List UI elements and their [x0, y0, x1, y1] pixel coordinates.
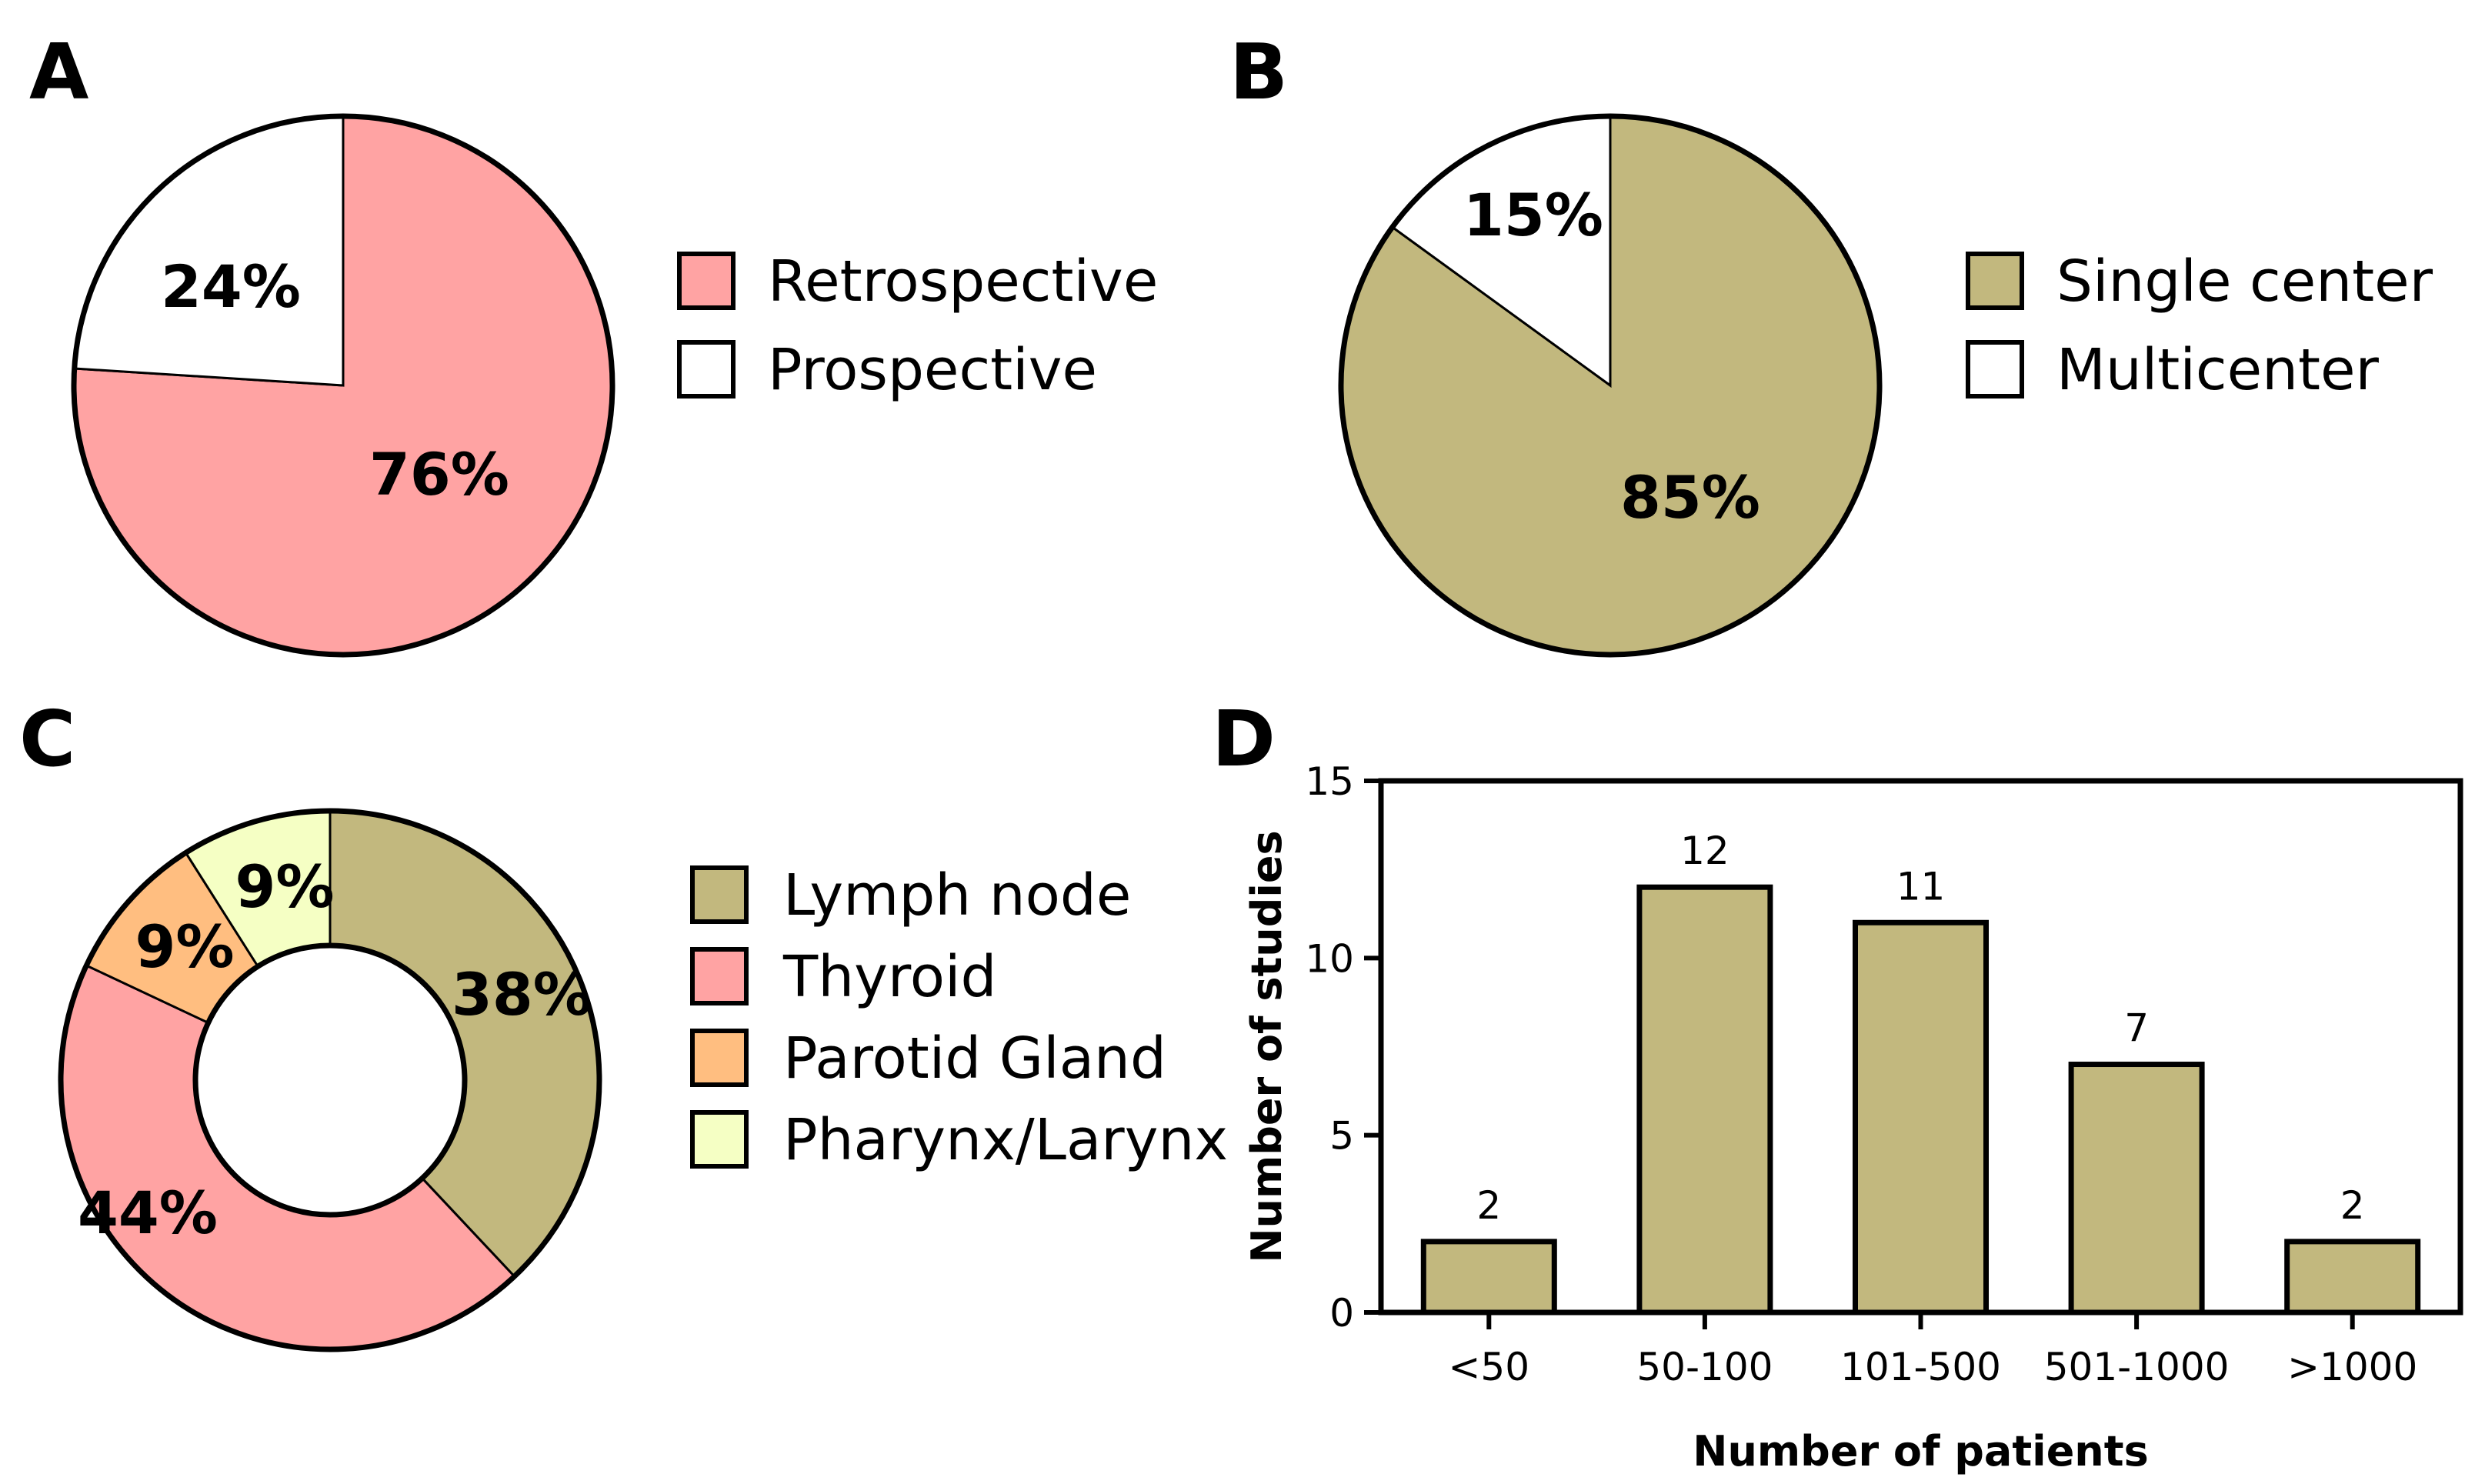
plot-frame: [1378, 778, 2463, 1316]
legend-swatch: [690, 865, 749, 924]
slice-percent-label: 9%: [235, 852, 334, 921]
y-tick-label: 0: [1329, 1291, 1354, 1336]
slice-percent-label: 9%: [135, 912, 234, 981]
bar-value-label: 12: [1680, 829, 1729, 873]
legend-swatch: [1966, 252, 2024, 310]
bar-value-label: 2: [1476, 1183, 1501, 1228]
panel-letter-b: B: [1229, 27, 1288, 117]
panel-d-bar-chart: 2 <50 12 50-100 11 101-500 7 501-1000 2 >1000 0 5 10…: [1242, 759, 2463, 1476]
slice-percent-label: 38%: [452, 960, 592, 1029]
legend-swatch: [677, 340, 735, 399]
bar: [1853, 919, 1989, 1316]
legend-label: Prospective: [768, 337, 1097, 403]
pie-outline: [71, 113, 615, 658]
bar-value-label: 7: [2124, 1006, 2149, 1051]
slice-percent-label: 15%: [1463, 181, 1603, 249]
x-tick-label: >1000: [2287, 1345, 2417, 1389]
bar: [1420, 1239, 1557, 1316]
slice-percent-label: 85%: [1620, 463, 1760, 532]
donut-hole: [192, 942, 468, 1218]
slice-percent-label: 76%: [369, 440, 509, 509]
slice-percent-label: 24%: [161, 252, 301, 321]
x-tick-label: 50-100: [1636, 1345, 1773, 1389]
legend-swatch: [690, 1029, 749, 1087]
panel-letter-d: D: [1212, 694, 1276, 784]
legend-label: Lymph node: [783, 862, 1131, 929]
panel-letter-c: C: [19, 694, 75, 784]
legend-swatch: [1966, 340, 2024, 399]
y-tick-label: 5: [1329, 1114, 1354, 1159]
legend-label: Pharynx/Larynx: [783, 1107, 1228, 1173]
pie-outline: [58, 808, 602, 1352]
panel-letter-a: A: [29, 27, 88, 117]
legend-swatch: [690, 947, 749, 1005]
y-tick-label: 10: [1305, 936, 1354, 981]
pie-outline: [1338, 113, 1883, 658]
legend-label: Parotid Gland: [783, 1025, 1166, 1092]
legend-label: Thyroid: [782, 944, 997, 1010]
x-tick-label: 101-500: [1840, 1345, 2001, 1389]
x-tick-label: <50: [1449, 1345, 1530, 1389]
legend-swatch: [677, 252, 735, 310]
bar-value-label: 2: [2340, 1183, 2365, 1228]
slice-prospective: [73, 115, 345, 387]
legend-label: Multicenter: [2056, 337, 2380, 403]
bar-value-label: 11: [1896, 864, 1946, 909]
bar: [1636, 884, 1773, 1316]
bar: [2284, 1239, 2421, 1316]
legend-swatch: [690, 1110, 749, 1169]
bar: [2068, 1062, 2205, 1316]
x-axis-title: Number of patients: [1693, 1427, 2148, 1476]
y-axis-title: Number of studies: [1242, 830, 1291, 1262]
x-tick-label: 501-1000: [2044, 1345, 2230, 1389]
legend-label: Single center: [2056, 248, 2433, 315]
slice-percent-label: 44%: [78, 1179, 218, 1247]
y-tick-label: 15: [1305, 759, 1354, 804]
legend-label: Retrospective: [768, 248, 1158, 315]
